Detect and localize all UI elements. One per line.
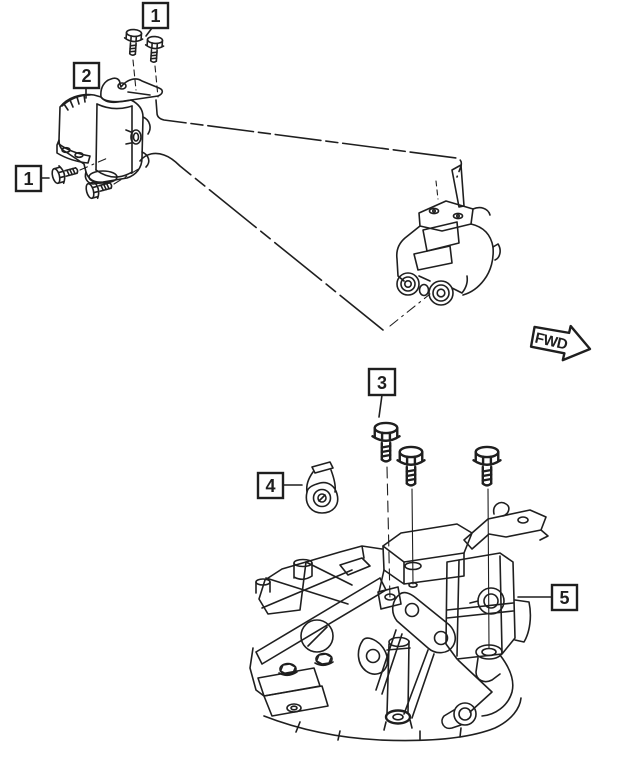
grommet-drawing	[305, 461, 339, 514]
arm-bolt-hole	[117, 82, 127, 90]
bolt-icon	[371, 421, 401, 463]
bolt-axis-line	[487, 488, 490, 649]
callout-4[interactable]	[256, 471, 285, 500]
leader-line	[378, 394, 383, 418]
bracket-bolts	[371, 421, 502, 649]
callout-2-label: 2	[81, 66, 91, 86]
bolt-axis-line	[411, 488, 414, 585]
bolt-icon	[396, 445, 426, 487]
body-rail-reference-lines	[139, 99, 465, 331]
bolt-axis-line	[386, 466, 391, 601]
bolt-icon	[143, 35, 166, 64]
bolt-axis-line	[79, 156, 111, 171]
callouts: 1 2 1 3 4 5	[14, 1, 579, 612]
bolt-axis-line	[113, 167, 141, 185]
callout-3-label: 3	[377, 373, 387, 393]
hex-bolt-icon	[314, 652, 334, 667]
leader-to-bushing	[389, 293, 431, 327]
callout-5-label: 5	[559, 588, 569, 608]
callout-4-label: 4	[265, 476, 275, 496]
engine-mount-insulator-drawing	[56, 77, 164, 185]
bolt-icon	[472, 445, 502, 487]
upper-rail-line	[155, 99, 463, 178]
fwd-direction-arrow: FWD	[529, 324, 592, 362]
engine-transaxle-assembly-drawing	[249, 501, 549, 742]
callout-5[interactable]	[550, 583, 579, 612]
lower-rail-line	[139, 152, 384, 331]
leader-line	[145, 27, 153, 37]
callout-1-left-label: 1	[23, 169, 33, 189]
bolt-axis-line	[132, 59, 137, 91]
mount-bracket-drawing	[395, 200, 501, 306]
bushing	[428, 280, 454, 306]
arrow-outline	[529, 324, 592, 362]
bolt-axis-line	[154, 65, 159, 98]
bolt-icon	[122, 28, 145, 57]
callout-2[interactable]	[72, 61, 101, 90]
mount-boss	[477, 587, 505, 615]
bushing	[396, 272, 420, 296]
mount-bolts-left	[49, 156, 141, 202]
mount-bolts-top	[122, 28, 166, 98]
stud-dashed-line	[435, 180, 439, 200]
callout-1-left[interactable]	[14, 164, 43, 193]
stud-spike	[451, 164, 465, 208]
callout-3[interactable]	[367, 367, 397, 397]
bolt-icon	[49, 160, 81, 187]
callout-1-top-label: 1	[150, 6, 160, 26]
callout-1-top[interactable]	[141, 1, 170, 30]
